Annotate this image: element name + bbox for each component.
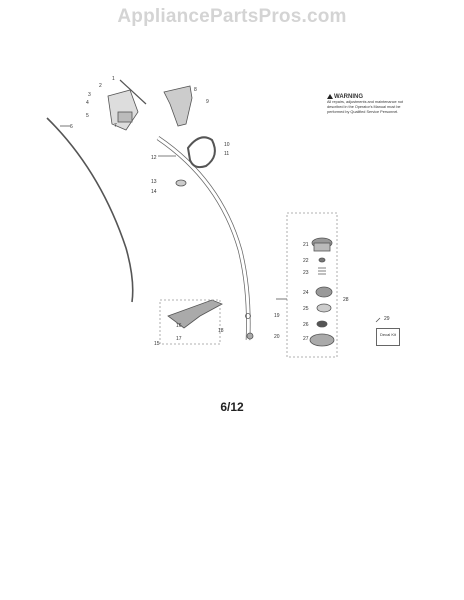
callout: 12 bbox=[151, 155, 157, 161]
drive-cable bbox=[46, 117, 134, 303]
callout: 7 bbox=[114, 123, 117, 129]
throttle-handle bbox=[163, 85, 193, 127]
callout: 29 bbox=[384, 316, 390, 322]
callout: 1 bbox=[112, 76, 115, 82]
callout: 2 bbox=[99, 83, 102, 89]
callout: 5 bbox=[86, 113, 89, 119]
callout: 17 bbox=[176, 336, 182, 342]
warning-triangle-icon bbox=[327, 94, 333, 99]
callout: 14 bbox=[151, 189, 157, 195]
callout: 23 bbox=[303, 270, 309, 276]
callout: 15 bbox=[154, 341, 160, 347]
callout: 18 bbox=[218, 328, 224, 334]
callout: 4 bbox=[86, 100, 89, 106]
callout: 19 bbox=[274, 313, 280, 319]
warning-notice: WARNING All repairs, adjustments and mai… bbox=[327, 94, 407, 115]
assist-handle bbox=[186, 136, 216, 169]
callout: 11 bbox=[224, 151, 229, 157]
callout: 22 bbox=[303, 258, 309, 264]
callout: 28 bbox=[343, 297, 349, 303]
trigger-housing bbox=[107, 89, 139, 131]
warning-title: WARNING bbox=[334, 94, 363, 100]
trimmer-head-assembly bbox=[286, 212, 338, 358]
warning-text: All repairs, adjustments and maintenance… bbox=[327, 100, 403, 114]
page-number: 6/12 bbox=[220, 400, 244, 414]
callout: 27 bbox=[303, 336, 309, 342]
callout: 3 bbox=[88, 92, 91, 98]
callout: 9 bbox=[206, 99, 209, 105]
callout: 24 bbox=[303, 290, 309, 296]
watermark: AppliancePartsPros.com bbox=[117, 6, 347, 27]
callout: 25 bbox=[303, 306, 309, 312]
knob bbox=[175, 179, 187, 187]
callout: 13 bbox=[151, 179, 157, 185]
decal-kit: Decal Kit bbox=[376, 328, 400, 346]
callout: 16 bbox=[176, 323, 182, 329]
callout: 21 bbox=[303, 242, 309, 248]
debris-shield bbox=[167, 299, 223, 329]
callout: 10 bbox=[224, 142, 230, 148]
callout: 26 bbox=[303, 322, 309, 328]
callout: 20 bbox=[274, 334, 280, 340]
callout: 8 bbox=[194, 87, 197, 93]
callout: 6 bbox=[70, 124, 73, 130]
